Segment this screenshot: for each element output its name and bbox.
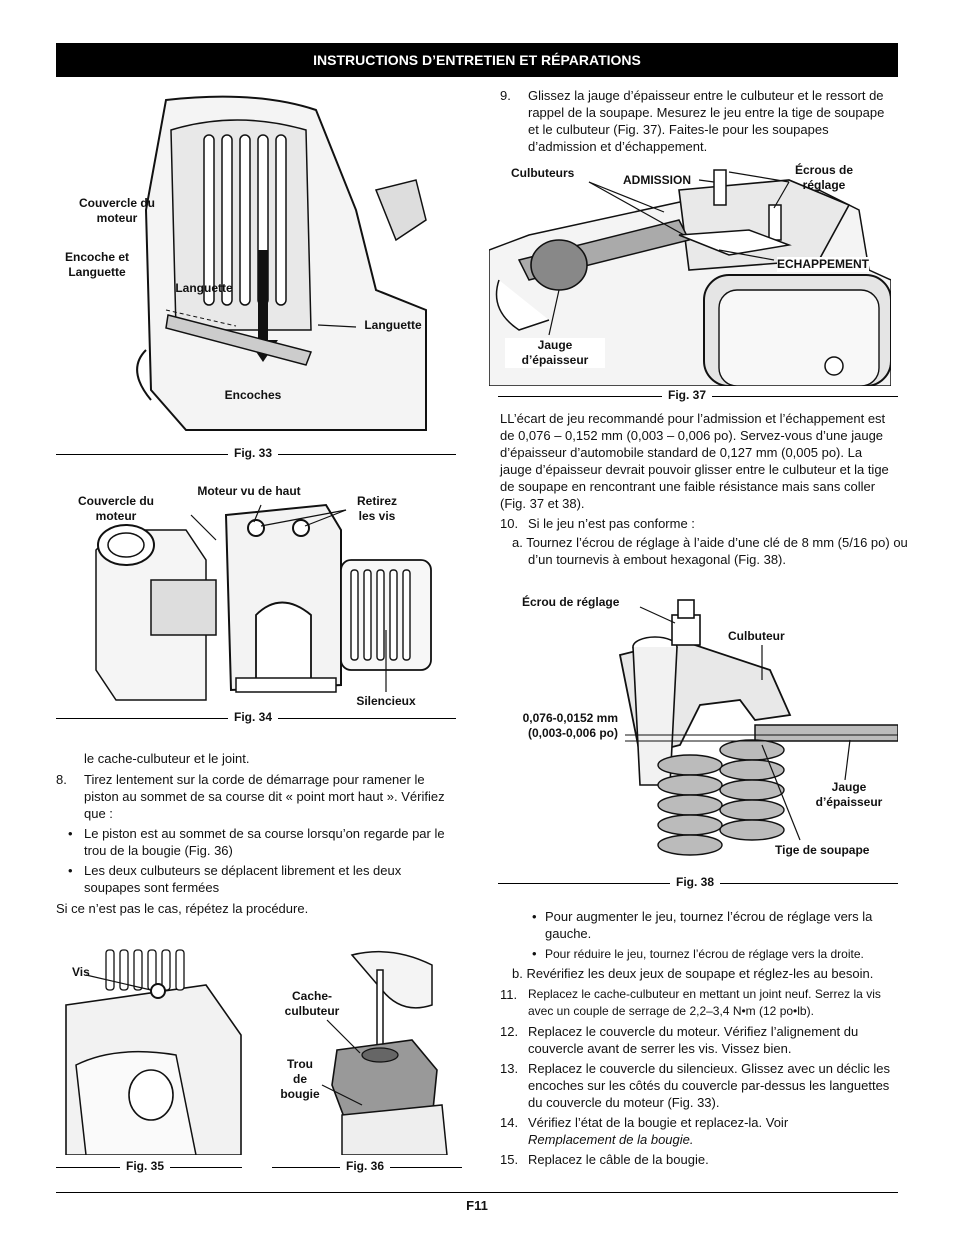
step-15-text: Replacez le câble de la bougie. xyxy=(528,1152,709,1167)
bullet-dot-aug: • xyxy=(532,909,537,924)
label-vis: Vis xyxy=(72,965,90,979)
bullet-culbuteurs: Les deux culbuteurs se déplacent libreme… xyxy=(84,863,402,895)
step-12-text: Replacez le couvercle du moteur. Vérifie… xyxy=(528,1024,859,1056)
step-9-text: Glissez la jauge d’épaisseur entre le cu… xyxy=(528,88,885,154)
label-moteur-vu-de-haut: Moteur vu de haut xyxy=(197,484,301,498)
label-languette-1: Languette xyxy=(175,281,233,295)
bullet-dot-1: • xyxy=(68,826,73,841)
label-culbuteurs: Culbuteurs xyxy=(511,166,575,180)
fig36-caption: Fig. 36 xyxy=(340,1159,391,1173)
step-14-text-main: Vérifiez l’état de la bougie et replacez… xyxy=(528,1115,789,1130)
step-8-text: Tirez lentement sur la corde de démarrag… xyxy=(84,772,445,821)
page-number: F11 xyxy=(466,1198,488,1213)
bullet-dot-2: • xyxy=(68,863,73,878)
step-10b-text: b. Revérifiez les deux jeux de soupape e… xyxy=(512,966,874,981)
engine-cover-illustration xyxy=(136,95,427,431)
bullet-piston: Le piston est au sommet de sa course lor… xyxy=(84,826,445,858)
label-retirez-les-vis: Retirez les vis xyxy=(356,494,397,523)
step-11-number: 11. xyxy=(500,987,518,1002)
footer-rule xyxy=(56,1192,898,1193)
step-15-number: 15. xyxy=(500,1152,519,1167)
bullet-reduire: Pour réduire le jeu, tournez l’écrou de … xyxy=(545,947,864,961)
step-8-number: 8. xyxy=(56,772,67,787)
step-13-text: Replacez le couvercle du silencieux. Gli… xyxy=(528,1061,891,1110)
label-silencieux: Silencieux xyxy=(356,694,416,708)
fig35-caption: Fig. 35 xyxy=(120,1159,171,1173)
figure-37: Culbuteurs ADMISSION Écrous de réglage E… xyxy=(489,160,891,386)
figure-35: Vis xyxy=(56,945,244,1155)
label-languette-2: Languette xyxy=(364,318,422,332)
bullet-augmenter: Pour augmenter le jeu, tournez l’écrou d… xyxy=(545,909,873,941)
figure-33: Couvercle du moteur Encoche et Languette… xyxy=(56,90,456,445)
label-admission: ADMISSION xyxy=(623,173,692,187)
label-jauge-epaisseur-38: Jauge d’épaisseur xyxy=(808,780,890,810)
fig37-caption: Fig. 37 xyxy=(662,388,713,402)
figure-36: Cache- culbuteur Trou de bougie xyxy=(272,945,462,1155)
label-cache-culbuteur: Cache- culbuteur xyxy=(284,989,340,1018)
fig38-caption: Fig. 38 xyxy=(670,875,721,889)
fig33-caption: Fig. 33 xyxy=(228,446,279,460)
figure-34: Couvercle du moteur Moteur vu de haut Re… xyxy=(56,470,456,710)
label-ecrou-de-reglage: Écrou de réglage xyxy=(522,595,620,609)
step-12-number: 12. xyxy=(500,1024,519,1039)
label-jauge-epaisseur-37: Jauge d’épaisseur xyxy=(505,338,605,368)
label-couvercle-moteur-34: Couvercle du moteur xyxy=(77,494,155,523)
step-10a-text: a. Tournez l’écrou de réglage à l’aide d… xyxy=(512,535,908,567)
valve-gap-illustration xyxy=(489,169,891,386)
step-13-number: 13. xyxy=(500,1061,519,1076)
step-14-number: 14. xyxy=(500,1115,519,1130)
spark-plug-hole-illustration xyxy=(321,950,448,1155)
label-tige-de-soupape: Tige de soupape xyxy=(775,843,870,858)
label-encoche-languette: Encoche et Languette xyxy=(64,250,130,279)
step-11-text: Replacez le cache-culbuteur en mettant u… xyxy=(528,987,881,1018)
bullet-dot-red: • xyxy=(532,946,537,961)
step-14-link-remplacement: Remplacement de la bougie. xyxy=(528,1132,694,1147)
rocker-arm-illustration xyxy=(618,599,898,856)
cover-screw-illustration xyxy=(65,949,242,1155)
section-header: INSTRUCTIONS D’ENTRETIEN ET RÉPARATIONS xyxy=(56,43,898,77)
step-9-number: 9. xyxy=(500,88,511,103)
label-trou-de-bougie: Trou de bougie xyxy=(280,1057,320,1101)
label-ecrous-de-reglage: Écrous de réglage xyxy=(794,163,854,192)
text-repetez: Si ce n’est pas le cas, répétez la procé… xyxy=(56,901,309,916)
label-culbuteur: Culbuteur xyxy=(728,629,785,643)
label-jeu-valeur: 0,076-0,0152 mm (0,003-0,006 po) xyxy=(522,711,618,740)
label-encoches: Encoches xyxy=(224,388,282,402)
figure-38: Écrou de réglage Culbuteur 0,076-0,0152 … xyxy=(500,585,898,870)
fig34-caption: Fig. 34 xyxy=(228,710,279,724)
step-10-number: 10. xyxy=(500,516,519,531)
text-cache-culbuteur: le cache-culbuteur et le joint. xyxy=(84,751,250,766)
step-10-text: Si le jeu n’est pas conforme : xyxy=(528,516,695,531)
label-couvercle-moteur: Couvercle du moteur xyxy=(78,196,156,225)
step-14-text: Vérifiez l’état de la bougie et replacez… xyxy=(528,1114,896,1148)
text-ecart-de-jeu: LL’écart de jeu recommandé pour l’admiss… xyxy=(500,411,889,511)
engine-top-view-illustration xyxy=(95,503,432,701)
label-echappement: ECHAPPEMENT xyxy=(777,257,870,272)
